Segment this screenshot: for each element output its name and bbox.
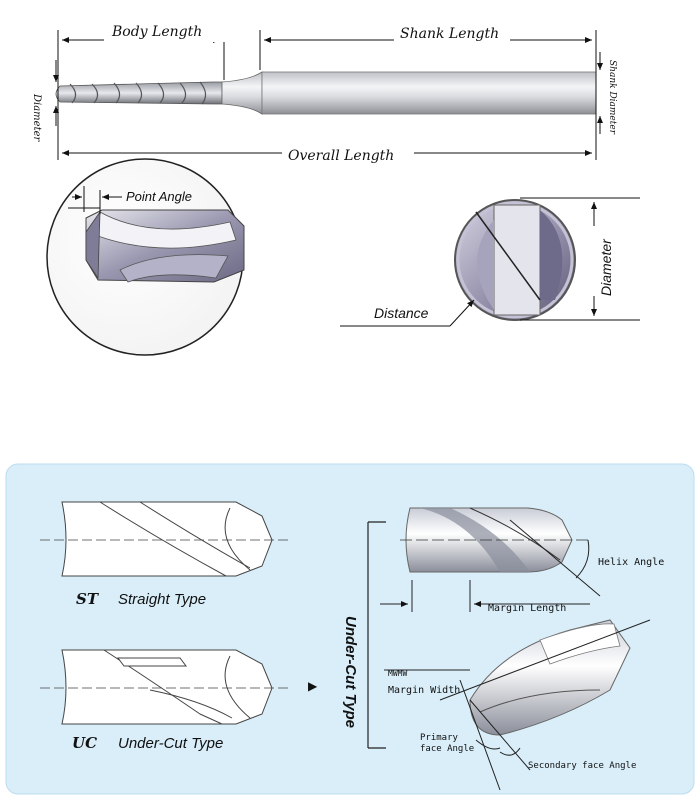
uc-label: Under-Cut Type xyxy=(118,735,223,752)
end-view-diameter-bg xyxy=(586,226,616,296)
diameter-label-right: Diameter xyxy=(598,238,614,296)
margin-width-code: MWMW xyxy=(388,669,407,678)
helix-dimensions xyxy=(380,519,601,612)
diameter-label-left: Diameter xyxy=(31,93,42,143)
shank xyxy=(261,71,597,115)
flute-helix-lines xyxy=(69,81,207,105)
face-angle-dimensions xyxy=(384,619,651,791)
straight-type-drill xyxy=(40,501,290,577)
st-label: Straight Type xyxy=(118,591,206,608)
shank-length-label: Shank Length xyxy=(400,26,499,42)
helix-angle-label: Helix Angle xyxy=(598,557,664,568)
body-length-label: Body Length xyxy=(111,24,202,40)
margin-length-label: Margin Length xyxy=(488,603,566,614)
under-cut-type-drill xyxy=(40,649,290,725)
st-code: ST xyxy=(76,590,100,608)
overall-length-bg xyxy=(282,143,414,165)
point-angle-marker xyxy=(68,186,122,214)
arrow-indicator: ▶ xyxy=(308,679,318,693)
distance-label: Distance xyxy=(374,305,429,321)
shank-diameter-label: Shank Diameter xyxy=(607,60,617,135)
uc-code: UC xyxy=(72,734,97,752)
point-angle-label: Point Angle xyxy=(126,189,192,204)
undercut-title: Under-Cut Type xyxy=(342,616,359,728)
margin-width-label: Margin Width xyxy=(388,685,460,696)
primary-face-angle-label-1: Primary xyxy=(420,733,459,743)
secondary-face-angle-label: Secondary face Angle xyxy=(528,761,636,771)
end-view-detail xyxy=(454,199,576,321)
overall-length-label: Overall Length xyxy=(288,148,394,164)
shank-length-bg xyxy=(394,22,510,44)
drill-side-view xyxy=(55,71,597,115)
end-view-dimensions xyxy=(340,197,640,327)
primary-face-angle-label-2: face Angle xyxy=(420,744,474,754)
under-cut-bracket xyxy=(367,521,386,749)
helix-detail-drill xyxy=(400,507,590,573)
body-length-bg xyxy=(104,20,234,42)
